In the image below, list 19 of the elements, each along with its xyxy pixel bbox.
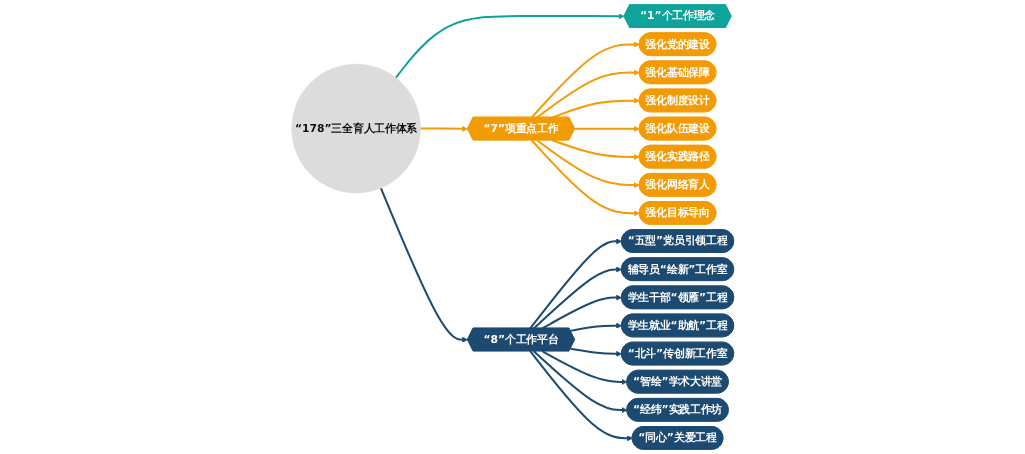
arrow — [536, 139, 640, 189]
arrow — [541, 350, 628, 385]
node-circle: “178”三全育人工作体系 — [291, 63, 421, 194]
arrow — [570, 322, 622, 332]
arrow — [552, 139, 640, 160]
arrow — [379, 187, 468, 343]
arrow — [530, 41, 640, 119]
arrow — [574, 125, 640, 132]
arrow — [570, 347, 622, 357]
arrow — [530, 139, 640, 217]
arrow — [541, 294, 622, 330]
arrow — [536, 69, 640, 119]
arrow — [420, 125, 468, 132]
arrow — [529, 238, 622, 330]
arrow — [532, 350, 628, 414]
arrow — [552, 97, 640, 119]
arrow — [394, 13, 625, 79]
arrow — [532, 266, 622, 330]
arrow — [529, 350, 633, 442]
